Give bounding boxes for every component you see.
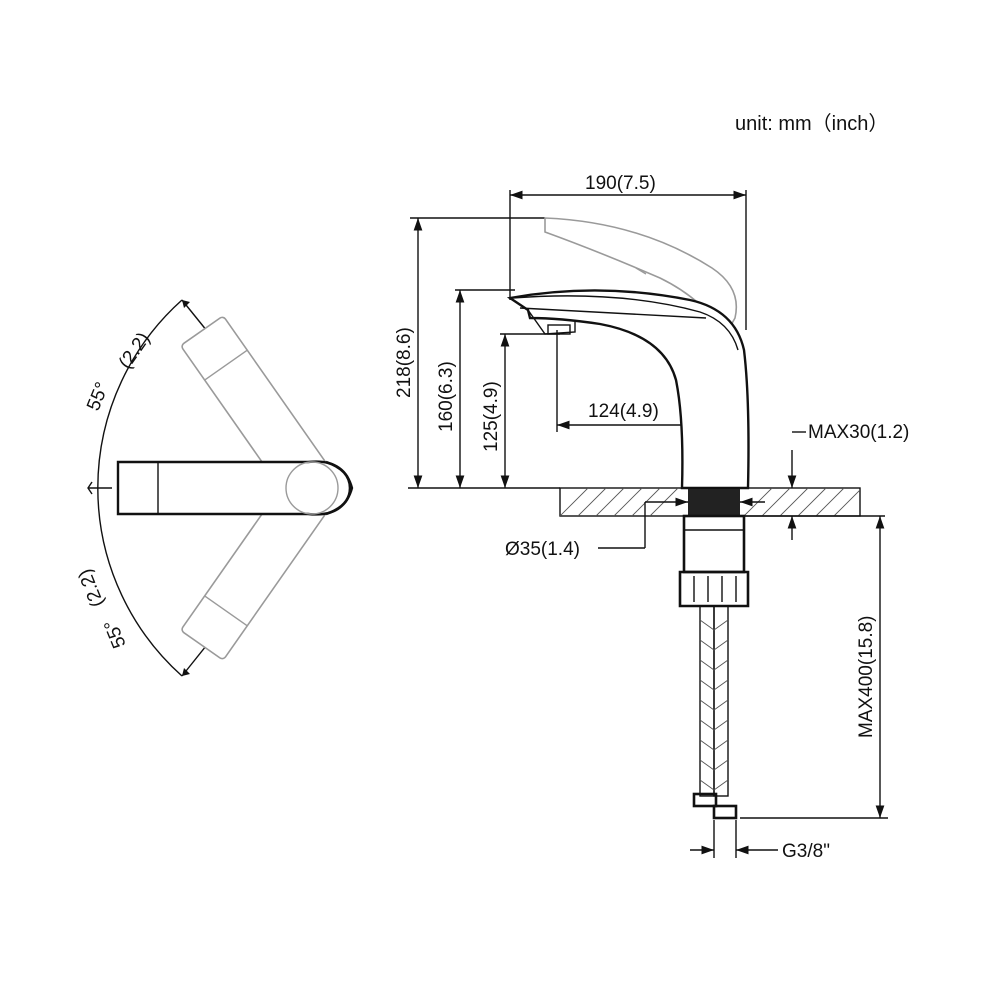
height-total-label: 218(8.6) <box>394 327 415 398</box>
mounting-nut <box>678 514 750 608</box>
angle-lower-label: 55° <box>100 616 130 651</box>
arc-arrow-bottom <box>182 668 190 676</box>
hole-diameter-label: Ø35(1.4) <box>505 539 580 560</box>
supply-hoses <box>692 605 738 820</box>
mounting-shank <box>688 489 740 515</box>
max-hose-label: MAX400(15.8) <box>856 615 877 738</box>
arc-arrow-top <box>182 300 190 308</box>
angle-lower-inch: (2.2) <box>75 566 109 610</box>
arc-arrow-middle <box>87 481 93 495</box>
max-deck-label: MAX30(1.2) <box>808 422 909 443</box>
aerator-outlet <box>527 309 576 335</box>
lever-seam <box>519 307 707 319</box>
handle-ghost-detail <box>635 267 647 275</box>
height-outlet-label: 125(4.9) <box>481 381 502 452</box>
angle-upper-label: 55° <box>83 379 113 414</box>
lever-edge <box>511 295 739 351</box>
width-total-label: 190(7.5) <box>585 173 656 194</box>
handle-top-view <box>116 460 354 516</box>
height-spout-label: 160(6.3) <box>436 361 457 432</box>
reach-label: 124(4.9) <box>588 401 659 422</box>
side-view: 190(7.5) 218(8.6) 160(6.3) 125(4.9) 124(… <box>394 173 909 862</box>
top-view: 55° (2.2) 55° (2.2) <box>75 299 354 677</box>
aerator <box>547 324 571 335</box>
faucet-body <box>506 289 750 490</box>
thread-label: G3/8" <box>782 841 830 862</box>
unit-note: unit: mm（inch） <box>735 112 888 135</box>
countertop-hatching <box>560 488 860 516</box>
